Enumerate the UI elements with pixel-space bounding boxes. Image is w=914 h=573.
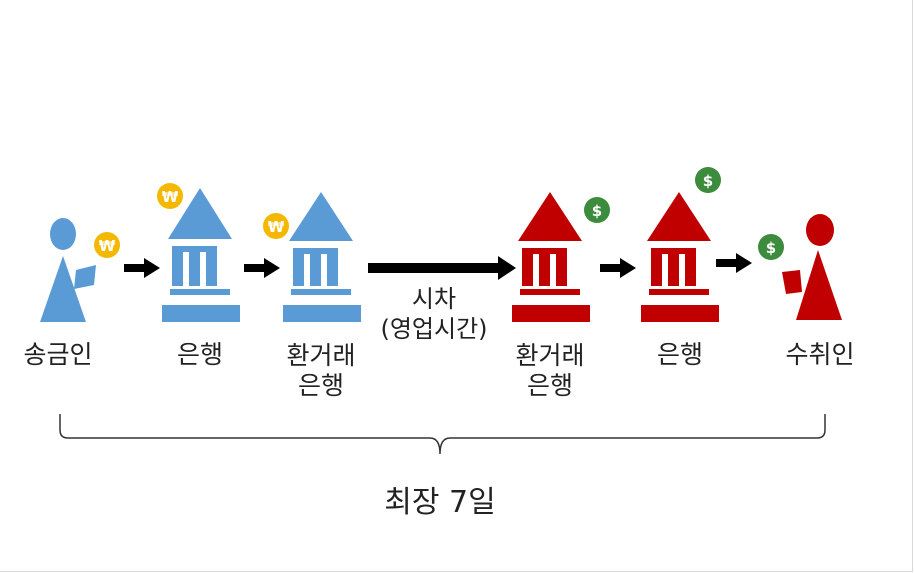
time-gap-label-line2: (영업시간) — [380, 315, 488, 343]
won-symbol: ₩ — [162, 188, 179, 206]
sender-fx-bank-label: 환거래 은행 — [266, 341, 376, 401]
won-symbol: ₩ — [99, 237, 116, 255]
time-gap-label: 시차 (영업시간) — [368, 284, 500, 344]
sender-bank-label: 은행 — [176, 340, 223, 369]
total-duration-label: 최장 7일 — [384, 485, 496, 520]
arrow-icon — [124, 258, 160, 278]
dollar-symbol: $ — [703, 172, 713, 190]
dollar-symbol: $ — [592, 202, 602, 220]
long-arrow-icon — [368, 256, 516, 280]
arrow-icon — [716, 253, 752, 273]
sender-person-icon — [40, 218, 96, 322]
dollar-symbol: $ — [766, 239, 776, 257]
won-coin-icon: ₩ — [157, 183, 183, 209]
dollar-coin-icon: $ — [584, 197, 610, 223]
sender-bank-icon — [162, 188, 240, 322]
won-coin-icon: ₩ — [94, 232, 120, 258]
receiver-fx-bank-label: 환거래 은행 — [495, 341, 605, 401]
dollar-coin-icon: $ — [758, 234, 784, 260]
arrow-icon — [244, 258, 280, 278]
receiver-bank-label: 은행 — [656, 340, 703, 369]
won-symbol: ₩ — [268, 218, 285, 236]
receiver-label: 수취인 — [785, 340, 855, 369]
receiver-person-icon — [782, 214, 842, 320]
sender-fx-bank-label-line1: 환거래 — [286, 341, 356, 370]
arrow-icon — [600, 258, 636, 278]
receiver-fx-bank-icon — [512, 192, 590, 322]
sender-fx-bank-label-line2: 은행 — [297, 371, 344, 400]
sender-fx-bank-icon — [283, 192, 361, 322]
duration-bracket — [59, 414, 826, 455]
receiver-fx-bank-label-line1: 환거래 — [515, 341, 585, 370]
time-gap-label-line1: 시차 — [411, 285, 457, 313]
sender-label: 송금인 — [23, 340, 93, 369]
receiver-bank-icon — [641, 192, 719, 322]
won-coin-icon: ₩ — [263, 213, 289, 239]
dollar-coin-icon: $ — [695, 167, 721, 193]
receiver-fx-bank-label-line2: 은행 — [526, 371, 573, 400]
